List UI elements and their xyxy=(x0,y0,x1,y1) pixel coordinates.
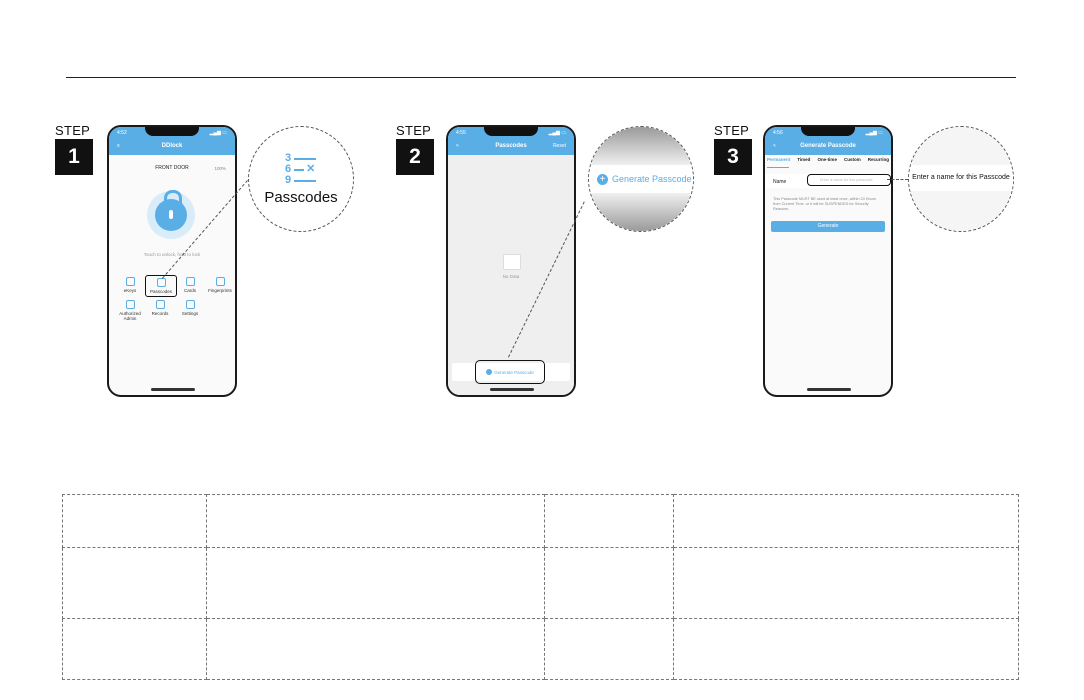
tab-recurring[interactable]: Recurring xyxy=(867,157,889,162)
zoom-generate-passcode: + Generate Passcode xyxy=(588,126,694,232)
tab-permanent[interactable]: Permanent xyxy=(767,157,791,162)
status-bar: 4:55 ▂▄▆ ▭ xyxy=(456,130,566,136)
zoom-name-input: Enter a name for this Passcode xyxy=(908,126,1014,232)
lock-icon xyxy=(155,190,187,231)
table-cell xyxy=(544,494,674,548)
name-input[interactable]: Enter a name for this passcode xyxy=(807,174,891,186)
generate-passcode-button[interactable]: Generate Passcode xyxy=(475,360,545,384)
phone-step-3: 4:56 ▂▄▆ ▭ < Generate Passcode Permanent… xyxy=(763,125,893,397)
empty-box-icon xyxy=(503,254,521,270)
door-name: FRONT DOOR xyxy=(155,165,189,171)
app-title: Generate Passcode xyxy=(800,143,856,149)
step-2-label: STEP xyxy=(396,123,432,138)
info-text: This Passcode MUST BE used at least once… xyxy=(773,197,876,211)
menu-authorized-admin[interactable]: Authorized Admin xyxy=(115,300,145,321)
menu-icon[interactable]: ≡ xyxy=(117,143,120,149)
name-label: Name xyxy=(773,179,787,185)
generate-button[interactable]: Generate xyxy=(771,221,885,232)
home-indicator xyxy=(151,388,195,391)
step-3-label: STEP xyxy=(714,123,750,138)
phone-step-2: 4:55 ▂▄▆ ▭ < Passcodes Reset No Data Gen… xyxy=(446,125,576,397)
table-cell xyxy=(62,547,207,619)
content-area xyxy=(448,155,574,395)
back-icon[interactable]: < xyxy=(773,143,776,149)
tab-underline xyxy=(767,167,789,168)
menu-ekeys[interactable]: eKeys xyxy=(115,277,145,293)
table-cell xyxy=(206,547,545,619)
plus-circle-icon xyxy=(486,369,493,375)
status-icons: ▂▄▆ ▭ xyxy=(548,130,566,136)
settings-icon xyxy=(185,300,195,309)
zoom-passcodes-label: Passcodes xyxy=(264,189,338,206)
table-cell xyxy=(673,547,1019,619)
home-indicator xyxy=(807,388,851,391)
passcodes-icon-large: 3 6✕ 9 xyxy=(285,152,317,186)
status-icons: ▂▄▆ ▭ xyxy=(865,130,883,136)
table-cell xyxy=(673,494,1019,548)
reset-button[interactable]: Reset xyxy=(552,143,566,149)
unlock-hint: Touch to unlock, hold to lock xyxy=(143,252,201,257)
table-cell xyxy=(206,618,545,680)
unlock-button[interactable] xyxy=(147,190,195,239)
zoom-generate-button: + Generate Passcode xyxy=(589,165,693,193)
app-title: DDlock xyxy=(161,143,183,149)
step-3-number: 3 xyxy=(714,139,752,175)
zoom-passcodes: 3 6✕ 9 Passcodes xyxy=(248,126,354,232)
name-row xyxy=(765,174,891,188)
zoom-connector-3 xyxy=(887,179,908,180)
status-icons: ▂▄▆ ▭ xyxy=(209,130,227,136)
app-title: Passcodes xyxy=(495,143,527,149)
status-time: 4:56 xyxy=(773,130,783,136)
status-time: 4:55 xyxy=(456,130,466,136)
ekeys-icon xyxy=(125,277,135,286)
status-bar: 4:52 ▂▄▆ ▭ xyxy=(117,130,227,136)
menu-passcodes[interactable]: Passcodes xyxy=(145,275,177,297)
passcodes-icon xyxy=(156,278,166,287)
table-cell xyxy=(62,494,207,548)
phone-notch xyxy=(145,127,199,136)
zoom-name-placeholder: Enter a name for this Passcode xyxy=(912,174,1010,181)
step-1-label: STEP xyxy=(55,123,91,138)
status-bar: 4:56 ▂▄▆ ▭ xyxy=(773,130,883,136)
tab-timed[interactable]: Timed xyxy=(797,157,811,162)
tab-one-time[interactable]: One-time xyxy=(817,157,837,162)
empty-text: No Data xyxy=(502,274,520,279)
records-icon xyxy=(155,300,165,309)
table-cell xyxy=(673,618,1019,680)
home-indicator xyxy=(490,388,534,391)
menu-fingerprints[interactable]: Fingerprints xyxy=(205,277,235,293)
step-1-number: 1 xyxy=(55,139,93,175)
bottom-bar xyxy=(452,363,570,381)
table-cell xyxy=(62,618,207,680)
phone-step-1: 4:52 ▂▄▆ ▭ ≡ DDlock FRONT DOOR 100% Touc… xyxy=(107,125,237,397)
admin-icon xyxy=(125,300,135,309)
passcode-type-tabs: Permanent Timed One-time Custom Recurrin… xyxy=(767,157,889,162)
menu-cards[interactable]: Cards xyxy=(175,277,205,293)
table-cell xyxy=(206,494,545,548)
back-icon[interactable]: < xyxy=(456,143,459,149)
menu-settings[interactable]: Settings xyxy=(175,300,205,316)
tab-custom[interactable]: Custom xyxy=(843,157,861,162)
phone-notch xyxy=(484,127,538,136)
table-cell xyxy=(544,618,674,680)
plus-circle-icon: + xyxy=(597,173,608,185)
status-time: 4:52 xyxy=(117,130,127,136)
table-cell xyxy=(544,547,674,619)
step-2-number: 2 xyxy=(396,139,434,175)
header-rule xyxy=(66,77,1016,78)
phone-notch xyxy=(801,127,855,136)
fingerprint-icon xyxy=(215,277,225,286)
battery-level: 100% xyxy=(214,166,226,171)
cards-icon xyxy=(185,277,195,286)
bottom-table xyxy=(62,494,1019,680)
menu-records[interactable]: Records xyxy=(145,300,175,316)
